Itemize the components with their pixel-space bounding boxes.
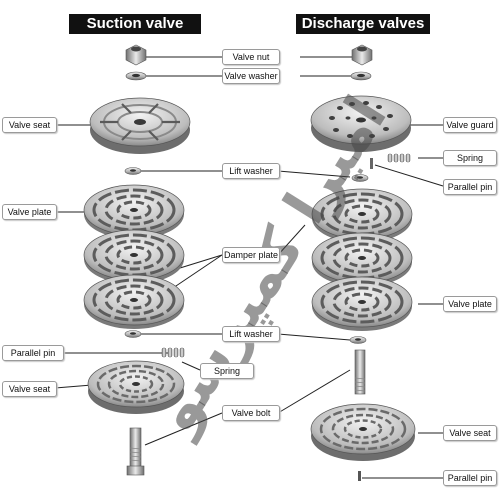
suction-valve-header: Suction valve: [69, 14, 201, 34]
valve-guard-part: [310, 95, 412, 152]
label-parallel-pin-left: Parallel pin: [2, 345, 64, 361]
label-valve-guard: Valve guard: [443, 117, 497, 133]
valve-washer-right-part: [350, 71, 372, 81]
valve-bolt-part: [126, 427, 145, 476]
label-spring-left: Spring: [200, 363, 254, 379]
lift-washer-left-bottom-part: [124, 330, 142, 338]
leader-lines: [54, 56, 444, 479]
valve-seat-left-top-part: [89, 97, 191, 154]
discharge-valves-header: Discharge valves: [296, 14, 430, 34]
label-valve-bolt: Valve bolt: [222, 405, 280, 421]
lift-washer-right-top-part: [351, 174, 369, 182]
valve-nut-right-part: [351, 44, 373, 66]
label-damper-plate: Damper plate: [222, 247, 280, 263]
label-parallel-pin-right-bottom: Parallel pin: [443, 470, 497, 486]
label-valve-plate-right: Valve plate: [443, 296, 497, 312]
parallel-pin-right-top-part: [370, 158, 373, 169]
label-lift-washer-top: Lift washer: [222, 163, 280, 179]
valve-nut-part: [125, 44, 147, 66]
label-parallel-pin-right-top: Parallel pin: [443, 179, 497, 195]
label-valve-seat-left-bottom: Valve seat: [2, 381, 57, 397]
valve-washer-part: [125, 71, 147, 81]
valve-plates-left: [83, 184, 185, 329]
label-spring-right: Spring: [443, 150, 497, 166]
label-valve-nut: Valve nut: [222, 49, 280, 65]
lift-washer-left-top-part: [124, 167, 142, 175]
label-lift-washer-bottom: Lift washer: [222, 326, 280, 342]
valve-seat-right-part: [310, 403, 416, 461]
label-valve-seat-left-top: Valve seat: [2, 117, 57, 133]
label-valve-seat-right: Valve seat: [443, 425, 497, 441]
parallel-pin-right-bottom-part: [358, 471, 361, 481]
label-valve-plate-left: Valve plate: [2, 204, 57, 220]
springs-left-part: [161, 347, 185, 358]
valve-bolt-right-part: [354, 349, 366, 395]
lift-washer-right-bottom-part: [349, 336, 367, 344]
valve-plates-right: [311, 188, 413, 331]
label-valve-washer: Valve washer: [222, 68, 280, 84]
valve-seat-left-bottom-part: [87, 360, 185, 414]
springs-right-part: [387, 153, 411, 163]
